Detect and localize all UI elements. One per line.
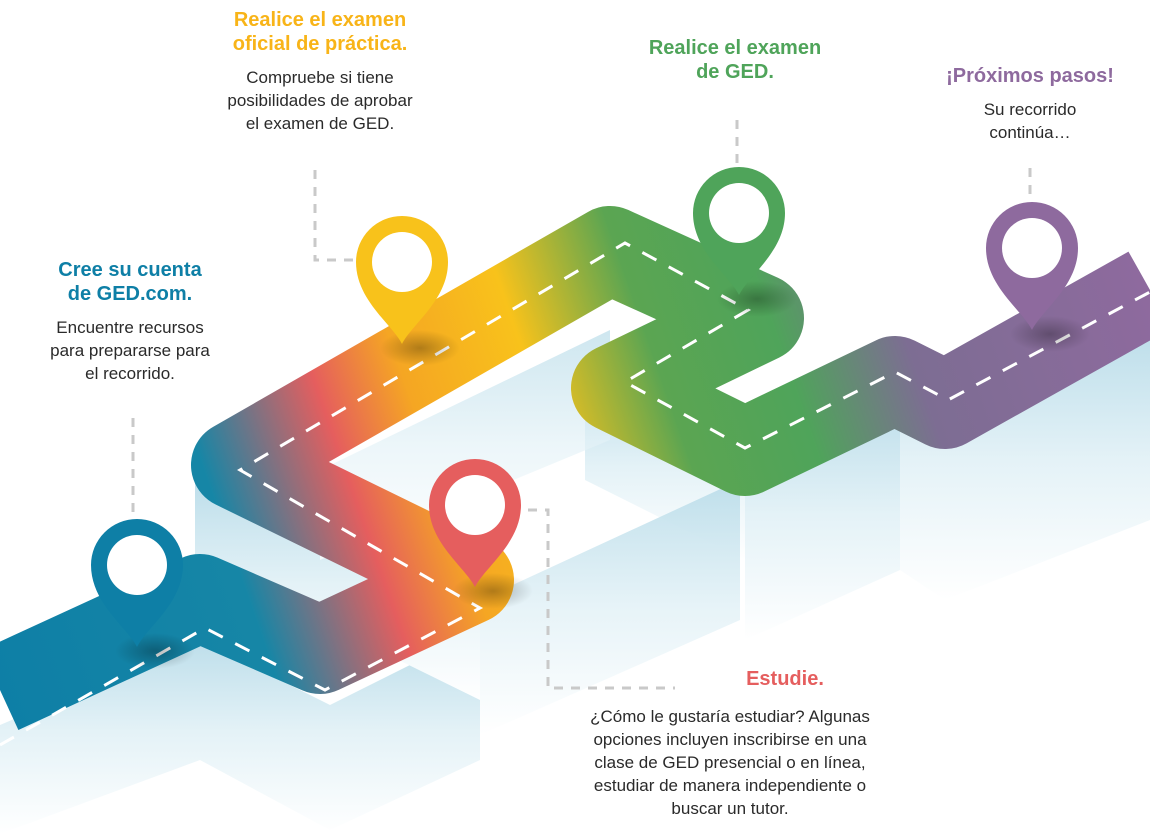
- desc-line: clase de GED presencial o en línea,: [594, 753, 866, 772]
- step-title: ¡Próximos pasos!: [920, 64, 1140, 88]
- desc-line: buscar un tutor.: [671, 799, 789, 818]
- map-pin-icon: [693, 167, 797, 317]
- road-center-line: [0, 241, 1150, 747]
- title-line: oficial de práctica.: [232, 33, 408, 55]
- step-title: Realice el examen de GED.: [620, 36, 850, 84]
- desc-line: estudiar de manera independiente o: [593, 776, 867, 795]
- map-pin-icon: [429, 459, 533, 609]
- map-pin-icon: [986, 202, 1090, 352]
- step-next-steps: ¡Próximos pasos! Su recorrido continúa…: [920, 64, 1140, 144]
- title-line: de GED.com.: [67, 283, 193, 305]
- desc-line: Su recorrido: [983, 100, 1077, 119]
- map-pin-icon: [91, 519, 195, 669]
- step-description: Encuentre recursos para prepararse para …: [20, 316, 240, 385]
- title-line: Estudie.: [746, 668, 824, 690]
- title-line: Realice el examen: [648, 37, 822, 59]
- step-create-account: Cree su cuenta de GED.com. Encuentre rec…: [20, 258, 240, 385]
- title-line: ¡Próximos pasos!: [946, 65, 1114, 87]
- desc-line: ¿Cómo le gustaría estudiar? Algunas: [590, 707, 870, 726]
- step-description: Compruebe si tiene posibilidades de apro…: [190, 66, 450, 135]
- step-description: ¿Cómo le gustaría estudiar? Algunas opci…: [565, 705, 895, 820]
- desc-line: el examen de GED.: [245, 114, 395, 133]
- title-line: Cree su cuenta: [58, 259, 202, 281]
- step-title: Estudie.: [685, 667, 885, 691]
- step-practice-test: Realice el examen oficial de práctica. C…: [190, 8, 450, 135]
- desc-line: Encuentre recursos: [56, 318, 204, 337]
- title-line: de GED.: [696, 61, 774, 83]
- title-line: Realice el examen: [233, 9, 407, 31]
- step-take-ged: Realice el examen de GED.: [620, 36, 850, 84]
- step-description: Su recorrido continúa…: [920, 98, 1140, 144]
- leader-lines: [131, 120, 1032, 690]
- road-surface: [0, 206, 1150, 730]
- map-pin-icon: [356, 216, 460, 366]
- step-title: Realice el examen oficial de práctica.: [190, 8, 450, 56]
- desc-line: posibilidades de aprobar: [227, 91, 413, 110]
- desc-line: Compruebe si tiene: [246, 68, 394, 87]
- step-title: Cree su cuenta de GED.com.: [20, 258, 240, 306]
- desc-line: opciones incluyen inscribirse en una: [593, 730, 867, 749]
- desc-line: continúa…: [989, 123, 1071, 142]
- desc-line: para prepararse para: [50, 341, 210, 360]
- desc-line: el recorrido.: [85, 364, 175, 383]
